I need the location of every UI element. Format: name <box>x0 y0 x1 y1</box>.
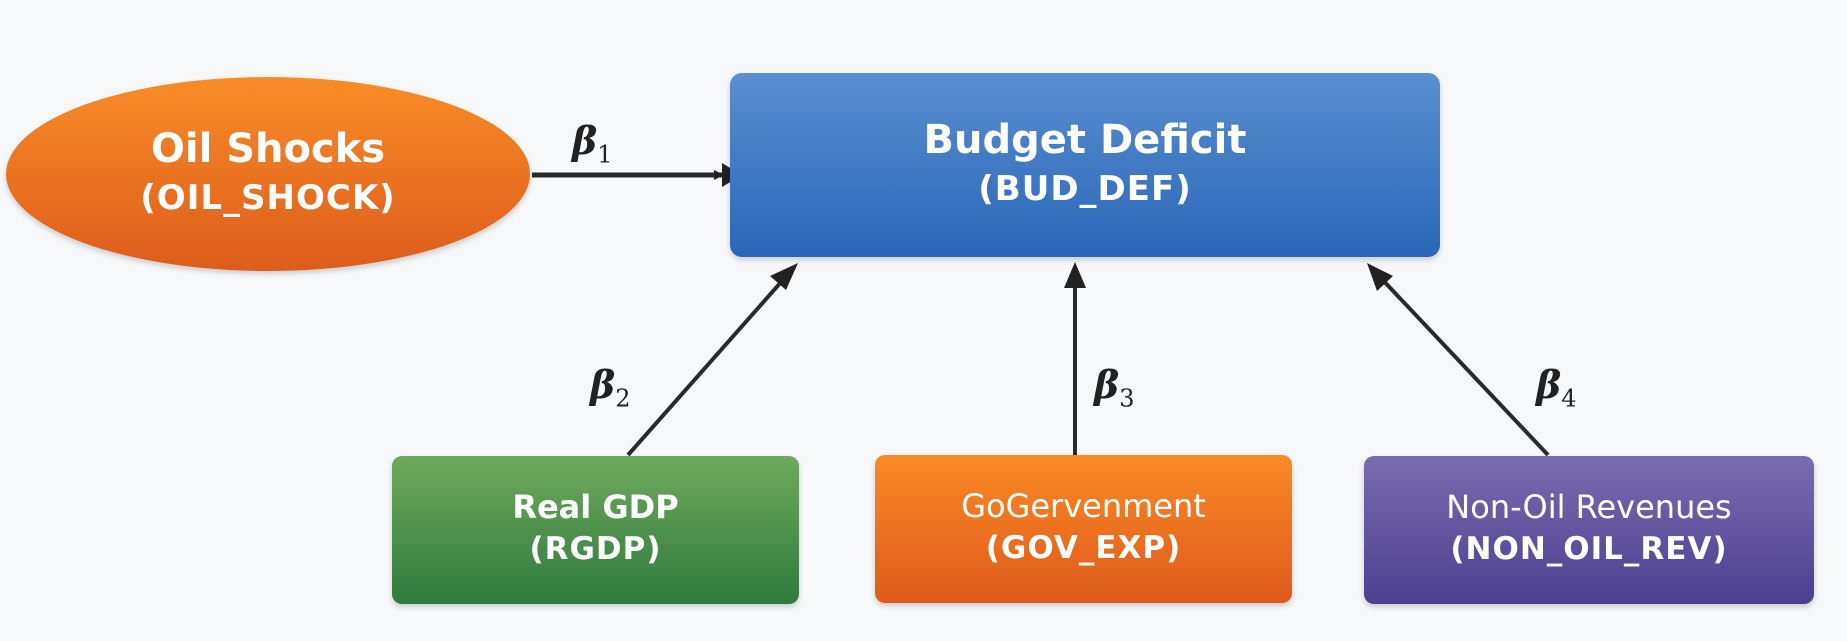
node-label: Oil Shocks <box>150 125 386 172</box>
beta-1-label: β1 <box>572 118 613 169</box>
arrowhead-gov <box>1064 262 1086 288</box>
beta-3-label: β3 <box>1094 362 1135 413</box>
node-label: Non-Oil Revenues <box>1446 487 1732 526</box>
edge-rev-to-budget <box>1376 273 1550 457</box>
edge-gdp-to-budget <box>626 270 792 457</box>
beta-subscript: 3 <box>1119 384 1135 413</box>
node-code: (NON_OIL_REV) <box>1450 530 1728 567</box>
node-oil-shocks: Oil Shocks (OIL_SHOCK) <box>6 77 530 271</box>
beta-subscript: 2 <box>615 384 631 413</box>
beta-symbol: β <box>590 362 616 407</box>
beta-2-label: β2 <box>590 362 631 413</box>
node-label: GoGervenment <box>961 486 1206 525</box>
node-code: (RGDP) <box>529 530 662 567</box>
arrowhead-gdp <box>770 263 798 290</box>
beta-subscript: 1 <box>597 140 613 169</box>
beta-symbol: β <box>572 118 598 163</box>
node-label: Real GDP <box>512 487 679 526</box>
node-code: (BUD_DEF) <box>978 168 1192 209</box>
node-code: (GOV_EXP) <box>985 529 1182 566</box>
beta-symbol: β <box>1094 362 1120 407</box>
node-non-oil-revenues: Non-Oil Revenues (NON_OIL_REV) <box>1364 456 1814 604</box>
node-government-expenditure: GoGervenment (GOV_EXP) <box>875 455 1292 603</box>
node-code: (OIL_SHOCK) <box>140 177 396 218</box>
beta-symbol: β <box>1536 362 1562 407</box>
beta-subscript: 4 <box>1561 384 1577 413</box>
beta-4-label: β4 <box>1536 362 1577 413</box>
arrowhead-rev <box>1367 263 1393 291</box>
node-budget-deficit: Budget Deficit (BUD_DEF) <box>730 73 1440 257</box>
node-label: Budget Deficit <box>923 116 1247 163</box>
node-real-gdp: Real GDP (RGDP) <box>392 456 799 604</box>
